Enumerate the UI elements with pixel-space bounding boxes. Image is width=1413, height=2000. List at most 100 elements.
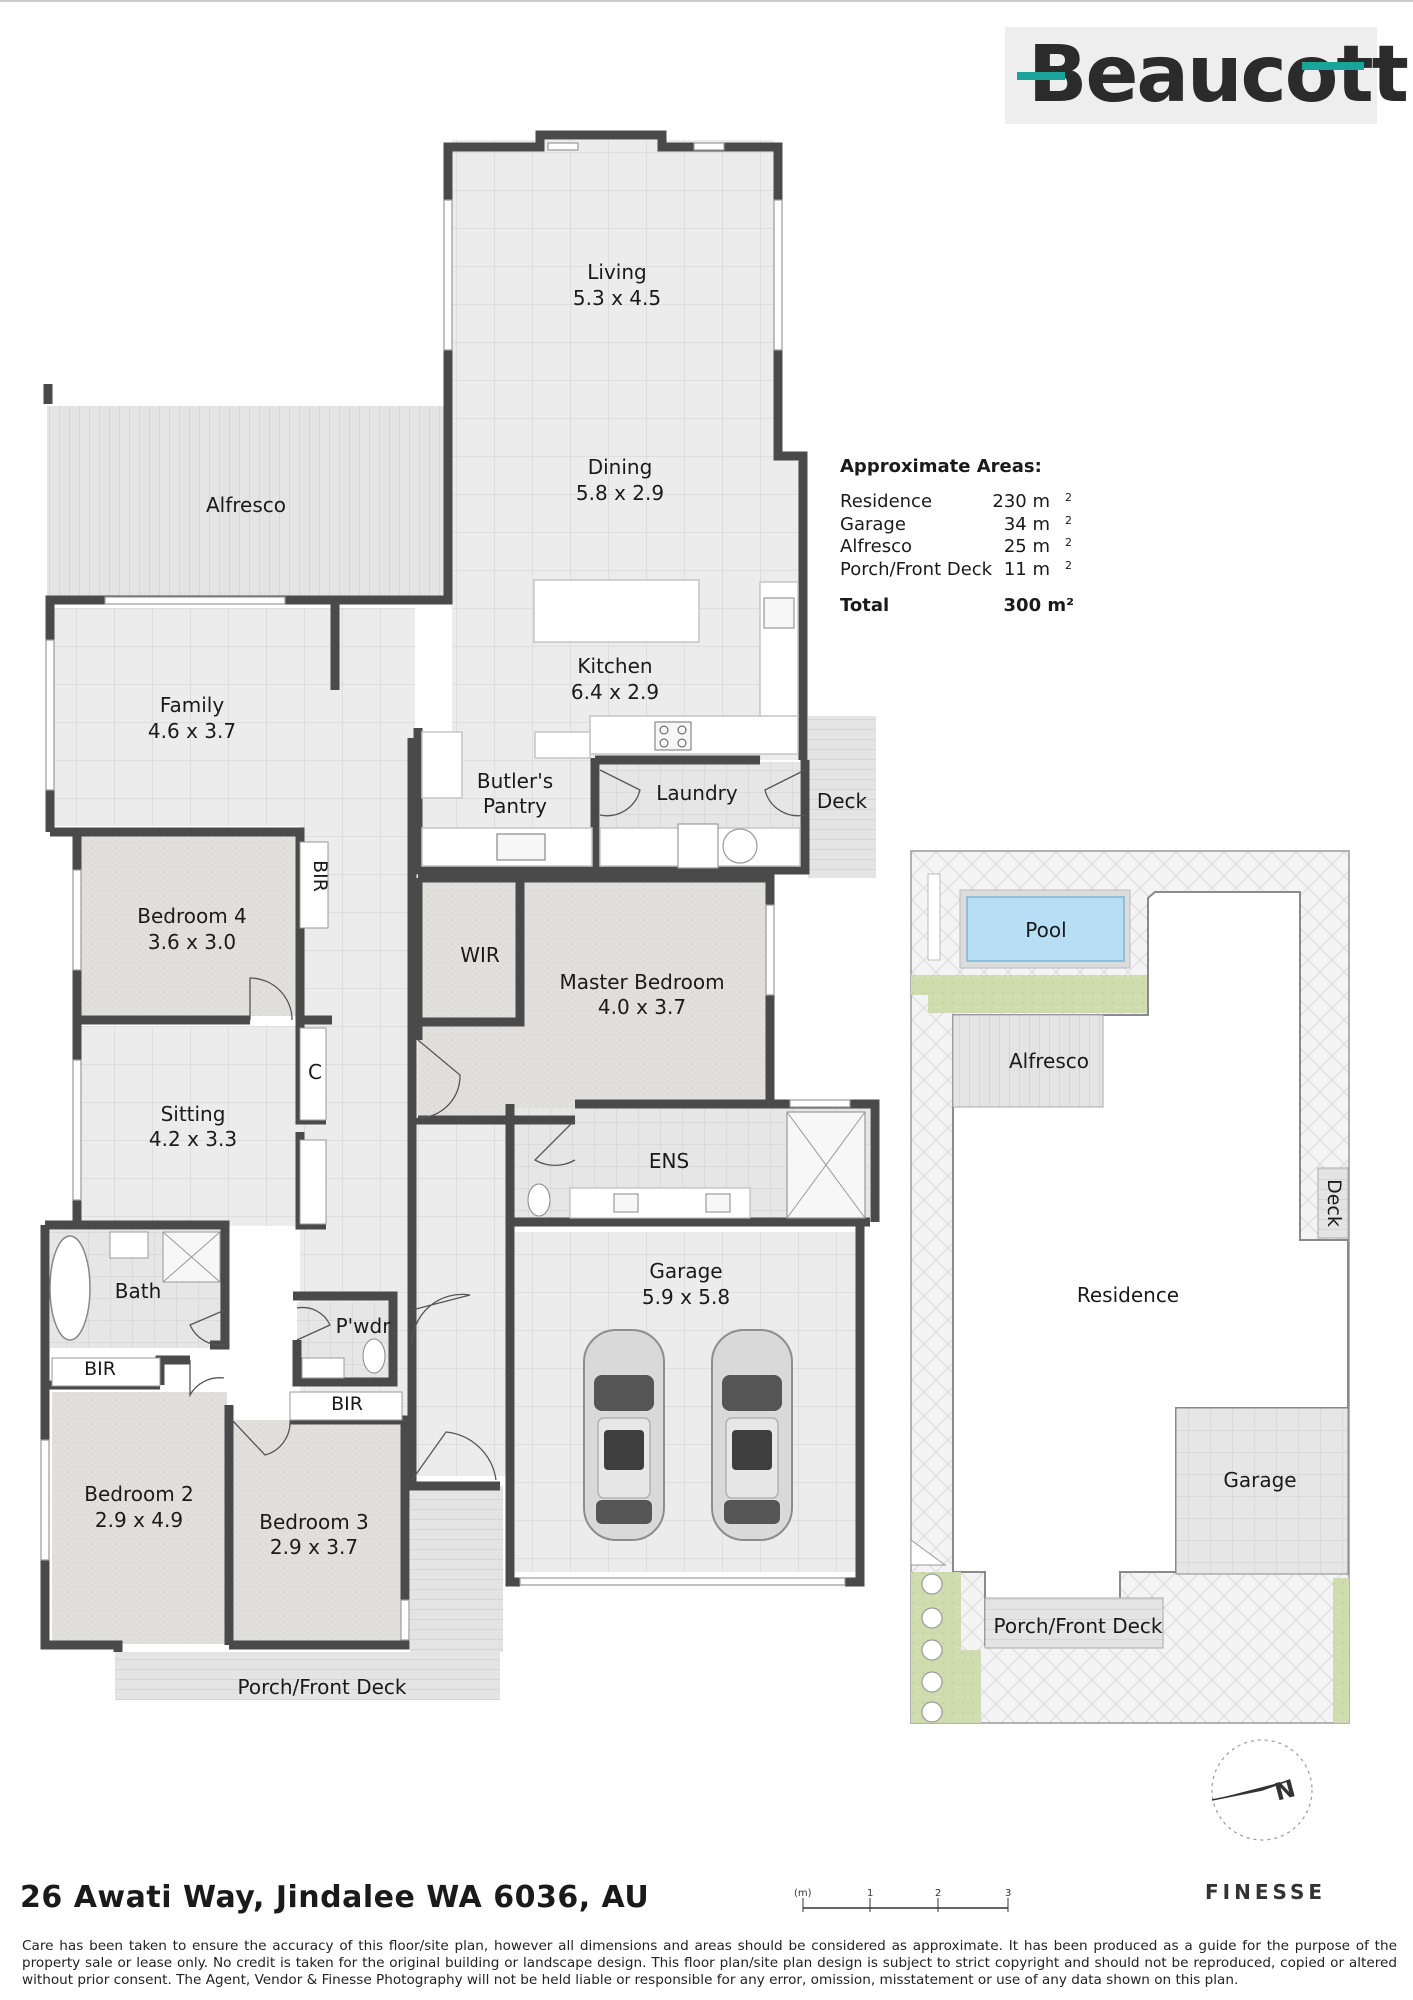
beaucott-logo: Beaucott	[1028, 30, 1409, 120]
family-label: Family	[160, 693, 225, 717]
wall-ens-top	[575, 1099, 880, 1222]
bed3-bir-label: BIR	[331, 1393, 363, 1415]
sitting-label: Sitting	[161, 1102, 226, 1126]
pantry-bench-left	[421, 731, 463, 799]
area-label: Residence	[840, 491, 933, 512]
door-icon	[417, 1039, 461, 1119]
dining-dims: 5.8 x 2.9	[576, 481, 664, 505]
bed2-bir-label: BIR	[84, 1358, 116, 1380]
area-heading: Approximate Areas:	[840, 456, 1042, 477]
window	[765, 904, 775, 996]
door-icon	[189, 1360, 225, 1398]
wall-pantry	[413, 728, 600, 875]
kitchen-bench-back	[589, 715, 799, 755]
door-icon	[599, 769, 641, 817]
kitchen-island	[533, 579, 700, 643]
window	[104, 596, 286, 605]
door-arcs	[189, 769, 806, 1481]
area-unit: 2	[1065, 491, 1072, 504]
area-row: Garage 34 m 2	[840, 514, 1080, 537]
logo-box	[1005, 27, 1377, 124]
cooktop-burner-icon	[677, 725, 687, 735]
window	[72, 1059, 82, 1201]
area-unit: 2	[1065, 558, 1072, 572]
door-icon	[411, 1293, 471, 1346]
cooktop-icon	[654, 721, 692, 751]
powder-basin-icon	[301, 1357, 345, 1379]
area-row: Residence 230 m 2	[840, 491, 1080, 514]
alfresco-label: Alfresco	[206, 493, 286, 517]
master-dims: 4.0 x 3.7	[598, 995, 686, 1019]
living-dims: 5.3 x 4.5	[573, 286, 661, 310]
wir-floor	[445, 905, 520, 993]
window	[72, 869, 82, 971]
door-icon	[249, 977, 293, 1021]
window	[443, 199, 453, 351]
bedroom2-label: Bedroom 2	[84, 1482, 194, 1506]
window	[400, 1599, 410, 1641]
area-total-row: Total 300 m²	[840, 595, 1080, 617]
window	[789, 1099, 851, 1108]
powder-label: P'wdr	[336, 1314, 392, 1338]
bedroom4-floor	[80, 836, 300, 1016]
sitting-dims: 4.2 x 3.3	[149, 1127, 237, 1151]
family-dims: 4.6 x 3.7	[148, 719, 236, 743]
kitchen-bench-left	[534, 731, 591, 759]
bath-shower-cross	[162, 1231, 221, 1283]
garage-label: Garage	[649, 1259, 722, 1283]
sitting-floor	[80, 1026, 300, 1226]
area-label: Porch/Front Deck	[840, 558, 993, 580]
area-schedule: Approximate Areas: Residence 230 m 2 Gar…	[840, 456, 1080, 617]
area-unit: 2	[1065, 513, 1072, 527]
car-icon	[583, 1329, 665, 1541]
bedroom4-dims: 3.6 x 3.0	[148, 930, 236, 954]
ens-basin-icon	[705, 1193, 731, 1213]
wall-master-bottom	[413, 1115, 575, 1125]
powder-toilet-icon	[362, 1338, 386, 1374]
cooktop-burner-icon	[659, 725, 669, 735]
deck-label: Deck	[817, 789, 868, 813]
door-icon	[189, 1309, 226, 1346]
side-deck-floor	[808, 716, 876, 878]
wall-bed2-top	[155, 1355, 190, 1385]
garage-floor	[515, 1232, 860, 1572]
kitchen-label: Kitchen	[577, 654, 652, 678]
pantry-label-1: Butler's	[477, 769, 553, 793]
wall-wir	[418, 880, 525, 1027]
door-icon	[296, 1306, 331, 1341]
bed3-bir	[289, 1391, 403, 1421]
area-row: Alfresco 25 m 2	[840, 536, 1080, 559]
laundry-label: Laundry	[656, 781, 738, 805]
ens-label: ENS	[649, 1149, 689, 1173]
door-icon	[231, 1419, 291, 1456]
property-address: 26 Awati Way, Jindalee WA 6036, AU	[20, 1880, 650, 1915]
kitchen-dims: 6.4 x 2.9	[571, 680, 659, 704]
window	[547, 142, 579, 151]
ens-toilet-icon	[527, 1183, 551, 1217]
dining-label: Dining	[588, 455, 653, 479]
area-value: 230 m	[992, 491, 1050, 512]
bedroom3-floor	[232, 1420, 407, 1646]
area-row: Porch/Front Deck 11 m 2	[840, 559, 1080, 582]
area-label: Garage	[840, 513, 906, 535]
door-icon	[533, 1119, 576, 1167]
area-total-value: 300 m²	[1003, 595, 1074, 616]
bathtub-icon	[49, 1235, 91, 1341]
windows	[40, 142, 851, 1641]
wall-powder	[292, 1291, 398, 1387]
wall-living	[443, 130, 808, 760]
wall-master-top	[418, 873, 775, 1100]
bedroom2-floor	[52, 1392, 227, 1644]
pantry-sink-icon	[496, 833, 546, 861]
cupboard-label: C	[308, 1060, 322, 1084]
washing-machine-icon	[722, 828, 758, 864]
garage-door	[519, 1577, 846, 1586]
page-top-rule	[0, 0, 1413, 2]
living-floor	[452, 140, 774, 460]
wall-laundry	[595, 760, 810, 875]
ens-basin-icon	[613, 1193, 639, 1213]
cooktop-burner-icon	[659, 738, 669, 748]
cupboard	[299, 1027, 327, 1121]
bed2-bir	[51, 1357, 161, 1387]
